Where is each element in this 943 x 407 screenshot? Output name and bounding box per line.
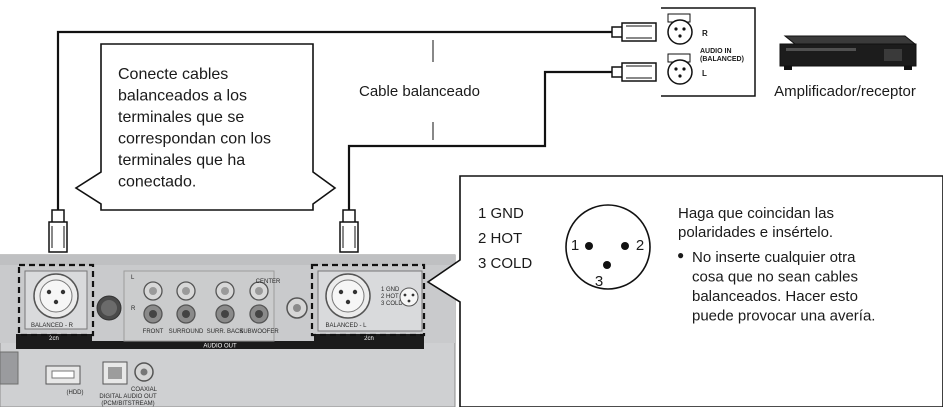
- balanced-r-jack[interactable]: BALANCED - R: [24, 270, 88, 330]
- xlr-pinout-detail: 1 GND 2 HOT 3 COLD 1 2 3 Haga que coinci…: [426, 175, 943, 407]
- callout-line: Conecte cables: [118, 66, 228, 83]
- optical-port[interactable]: [102, 361, 128, 385]
- amp-jack-l[interactable]: [667, 53, 693, 85]
- rca-jack[interactable]: [249, 304, 269, 324]
- usb-port[interactable]: (HDD): [45, 365, 84, 396]
- mini-pin-1: 1 GND: [381, 287, 400, 293]
- rca-jack[interactable]: [176, 304, 196, 324]
- callout-line: terminales que ha: [118, 152, 245, 169]
- amp-jack-r-label: R: [702, 29, 708, 38]
- cable-r: [56, 30, 614, 214]
- cable-label: Cable balanceado: [359, 83, 480, 100]
- rca-label-subwoofer: SUBWOOFER: [239, 329, 279, 335]
- xlr-plug-r: [48, 209, 68, 253]
- coaxial-port[interactable]: COAXIAL: [131, 362, 158, 393]
- pin-number-3: 3: [595, 273, 603, 290]
- digital-out-sublabel: (PCM/BITSTREAM): [101, 401, 154, 407]
- xlr-plug-amp-r: [611, 22, 657, 42]
- mini-pin-2: 2 HOT: [381, 294, 399, 300]
- rca-jack-center[interactable]: [249, 281, 269, 301]
- amp-jack-l-label: L: [702, 69, 707, 78]
- pin-label-2: 2 HOT: [478, 230, 522, 247]
- callout-instruction: Conecte cables balanceados a los terminale…: [74, 43, 337, 211]
- bullet-line: puede provocar una avería.: [692, 308, 875, 325]
- xlr-pin-diagram: 1 2 3: [565, 204, 651, 290]
- rca-r-label: R: [131, 306, 136, 312]
- balanced-l-label: BALANCED - L: [325, 323, 367, 329]
- balanced-cable: [56, 30, 614, 214]
- ch-label-left: 2ch: [49, 336, 59, 342]
- pin-number-1: 1: [571, 237, 579, 254]
- rca-jack[interactable]: [143, 281, 163, 301]
- rca-jack-group: L R FRONT SURROUND SURR. BACK SUBWOOFER …: [123, 270, 281, 342]
- audio-out-bar: [16, 341, 424, 349]
- callout-line: correspondan con los: [118, 131, 271, 148]
- pin-number-2: 2: [636, 237, 644, 254]
- callout-line: balanceados a los: [118, 88, 247, 105]
- pin-label-1: 1 GND: [478, 205, 524, 222]
- rca-jack[interactable]: [176, 281, 196, 301]
- usb-label: (HDD): [67, 390, 84, 396]
- rca-label-center: CENTER: [256, 279, 281, 285]
- highlight-balanced-l: [310, 263, 426, 337]
- callout-line: conectado.: [118, 174, 196, 191]
- rca-jack[interactable]: [215, 304, 235, 324]
- highlight-balanced-r: [17, 263, 95, 337]
- cable-l: [347, 70, 614, 214]
- amplifier-device: [779, 35, 917, 70]
- rca-jack[interactable]: [143, 304, 163, 324]
- rca-label-front: FRONT: [143, 329, 164, 335]
- bullet-line: balanceados. Hacer esto: [692, 288, 858, 305]
- player-rear-panel: AUDIO OUT 2ch 2ch BALANCED - R L R FRONT…: [0, 254, 456, 407]
- balanced-l-jack[interactable]: BALANCED - L 1 GND 2 HOT 3 COLD: [317, 270, 423, 332]
- amp-audio-in-subtitle: (BALANCED): [700, 56, 744, 63]
- rca-label-surround: SURROUND: [169, 329, 204, 335]
- bullet-glyph: ●: [677, 248, 684, 262]
- amplifier-input-panel: R AUDIO IN (BALANCED) L: [661, 7, 756, 97]
- bullet-line: No inserte cualquier otra: [692, 249, 856, 266]
- bullet-line: cosa que no sean cables: [692, 269, 858, 286]
- callout-line: terminales que se: [118, 109, 244, 126]
- xlr-plug-l: [339, 209, 359, 253]
- rca-label-surr-back: SURR. BACK: [207, 329, 244, 335]
- amplifier-label: Amplificador/receptor: [774, 83, 916, 100]
- balanced-r-label: BALANCED - R: [31, 323, 74, 329]
- mini-pin-3: 3 COLD: [381, 301, 403, 307]
- coaxial-label: COAXIAL: [131, 387, 158, 393]
- amp-audio-in-title: AUDIO IN: [700, 48, 732, 55]
- rca-l-label: L: [131, 275, 135, 281]
- audio-out-label: AUDIO OUT: [203, 344, 237, 350]
- rca-jack[interactable]: [215, 281, 235, 301]
- ch-label-right: 2ch: [364, 336, 374, 342]
- note-line-1: Haga que coincidan las: [678, 205, 834, 222]
- xlr-plug-amp-l: [611, 62, 657, 82]
- pin-label-3: 3 COLD: [478, 255, 532, 272]
- note-line-2: polaridades e insértelo.: [678, 224, 833, 241]
- amp-jack-r[interactable]: [667, 13, 693, 45]
- digital-out-label: DIGITAL AUDIO OUT: [99, 394, 157, 400]
